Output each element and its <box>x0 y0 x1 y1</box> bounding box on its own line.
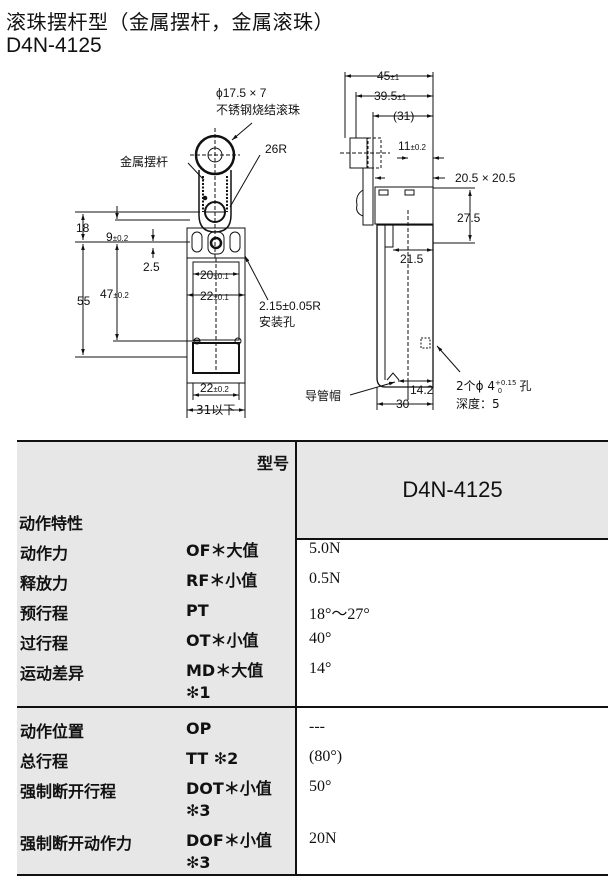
characteristics-header: 动作特性 <box>19 514 84 533</box>
dim-14-2: 14.2 <box>410 383 434 397</box>
row-value: 40° <box>309 630 332 647</box>
row-code: PT <box>186 601 209 620</box>
row-value: 0.5N <box>309 570 341 587</box>
dim-27-5: 27.5 <box>457 211 481 225</box>
row-value: 50° <box>309 778 332 795</box>
roller-spec-label: ϕ17.5 × 7 <box>216 86 267 100</box>
table-header: 型号 动作特性 D4N-4125 <box>17 440 608 540</box>
dim-45: 45±1 <box>377 69 400 83</box>
page-title: 滚珠摆杆型（金属摆杆，金属滚珠） <box>6 10 334 34</box>
dim-2-5: 2.5 <box>143 260 160 274</box>
dim-21-5: 21.5 <box>400 252 424 266</box>
row-code: DOT＊小值 ✻3 <box>186 779 272 820</box>
row-value: 14° <box>309 660 332 677</box>
row-value: 18°～27° <box>309 606 370 623</box>
row-code: OT＊小值 <box>186 631 259 650</box>
row-code: TT ✻2 <box>186 749 239 768</box>
mount-hole-radius: 2.15±0.05R <box>259 299 321 313</box>
row-name: 强制断开行程 <box>20 782 117 801</box>
row-code: OP <box>186 719 212 738</box>
row-name: 过行程 <box>20 634 69 653</box>
row-value: 5.0N <box>309 540 341 557</box>
row-value: (80°) <box>309 748 343 765</box>
roller-material-label: 不锈钢烧结滚珠 <box>216 102 300 117</box>
dim-31-ref: (31) <box>393 109 414 123</box>
dim-47: 47±0.2 <box>100 287 129 301</box>
model-value: D4N-4125 <box>402 477 503 502</box>
spec-table: 型号 动作特性 D4N-4125 动作力 OF＊大值 5.0N 释放力 RF＊小… <box>17 440 608 876</box>
hole-depth: 深度：5 <box>456 396 500 411</box>
row-name: 运动差异 <box>20 664 85 683</box>
lever-radius-label: 26R <box>265 142 287 156</box>
row-name: 强制断开动作力 <box>20 834 133 853</box>
row-code: DOF＊小值 ✻3 <box>186 831 272 872</box>
operating-group-2: 动作位置 OP --- 总行程 TT ✻2 (80°) 强制断开行程 DOT＊小… <box>17 708 608 876</box>
dim-9: 9±0.2 <box>106 230 129 244</box>
dim-30: 30 <box>396 397 410 411</box>
dim-11: 11±0.2 <box>398 139 427 153</box>
hole-tol-lower: 0 <box>498 388 502 395</box>
conduit-cap-label: 导管帽 <box>305 388 341 403</box>
column-divider <box>295 440 297 876</box>
row-code: RF＊小值 <box>186 571 258 590</box>
lever-label: 金属摆杆 <box>120 154 168 169</box>
mount-hole-label: 安装孔 <box>259 314 295 329</box>
row-code: MD＊大值 ✻1 <box>186 661 264 702</box>
row-name: 预行程 <box>20 604 69 623</box>
row-name: 释放力 <box>20 574 69 593</box>
row-name: 总行程 <box>20 752 69 771</box>
model-title: D4N-4125 <box>6 34 102 57</box>
row-value: 20N <box>309 830 337 847</box>
dim-39-5: 39.5±1 <box>374 89 407 103</box>
row-value: --- <box>309 718 325 735</box>
row-name: 动作力 <box>20 544 69 563</box>
model-header: 型号 <box>256 454 289 473</box>
operating-group-1: 动作力 OF＊大值 5.0N 释放力 RF＊小值 0.5N 预行程 PT 18°… <box>17 538 608 708</box>
dim-22-bottom: 22±0.2 <box>200 381 229 395</box>
dim-20-5: 20.5 × 20.5 <box>455 171 516 185</box>
row-code: OF＊大值 <box>186 541 259 560</box>
dim-20: 20±0.1 <box>200 268 229 282</box>
dim-18: 18 <box>76 221 90 235</box>
row-name: 动作位置 <box>20 722 85 741</box>
dim-22-inner: 22±0.1 <box>200 289 229 303</box>
dim-31-max: 31以下 <box>196 403 235 417</box>
dim-55: 55 <box>77 294 91 308</box>
dimension-drawing: ϕ17.5 × 7 不锈钢烧结滚珠 金属摆杆 26R 18 9±0.2 2.5 … <box>75 69 531 418</box>
